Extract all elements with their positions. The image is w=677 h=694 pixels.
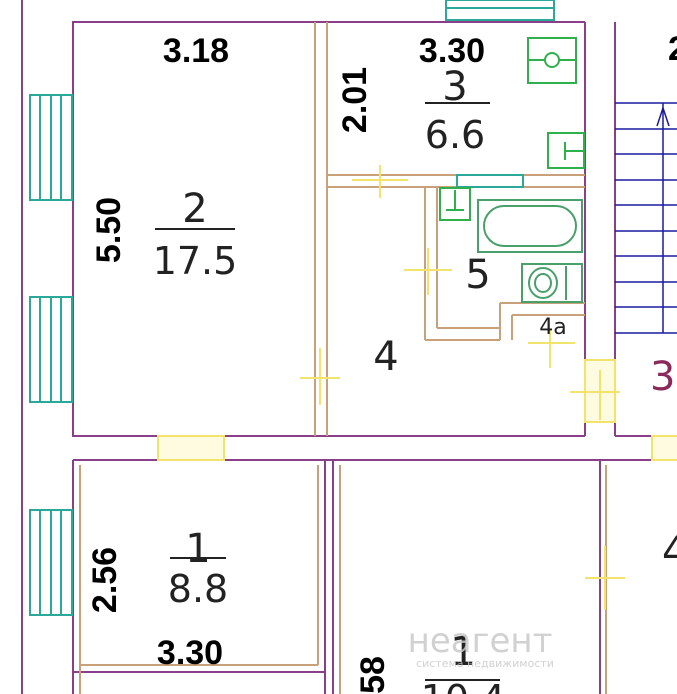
watermark: неагент система недвижимости bbox=[408, 621, 554, 670]
bathtub bbox=[477, 199, 583, 253]
watermark-tagline: система недвижимости bbox=[416, 657, 554, 670]
fixtures bbox=[439, 37, 585, 221]
room-1-area: 8.8 bbox=[168, 567, 228, 611]
windows bbox=[29, 0, 555, 616]
room-3-width: 3.30 bbox=[419, 32, 485, 70]
room-4a-number: 4a bbox=[539, 315, 566, 340]
room-2-area: 17.5 bbox=[153, 239, 238, 283]
room-top-right-number: 2 bbox=[668, 30, 677, 68]
watermark-brand: неагент bbox=[408, 621, 553, 661]
room-2-width: 3.18 bbox=[163, 32, 229, 70]
room-1-height: 2.56 bbox=[86, 547, 124, 613]
room-bottom-height: 58 bbox=[354, 656, 392, 694]
room-2-number: 2 bbox=[182, 186, 207, 232]
room-30-number: 30 bbox=[650, 354, 677, 400]
room-1-number: 1 bbox=[185, 526, 210, 572]
doors bbox=[157, 165, 677, 610]
room-5-number: 5 bbox=[465, 252, 490, 298]
room-right-number: 4 bbox=[662, 529, 677, 575]
room-bottom-area: 10.4 bbox=[421, 677, 506, 694]
room-3-area: 6.6 bbox=[425, 113, 485, 157]
room-4-number: 4 bbox=[373, 334, 398, 380]
toilet bbox=[521, 263, 583, 303]
room-2-label: 3.18 5.50 2 17.5 bbox=[90, 32, 237, 283]
room-2-height: 5.50 bbox=[90, 197, 128, 263]
room-bottom-number: 1 bbox=[450, 629, 475, 675]
room-3-height: 2.01 bbox=[336, 67, 374, 133]
room-bottom-label: 1 10.4 58 bbox=[354, 629, 505, 694]
room-1-label: 1 8.8 2.56 3.30 bbox=[86, 526, 228, 672]
room-3-label: 3.30 2.01 3 6.6 bbox=[336, 32, 490, 157]
room-1-width: 3.30 bbox=[157, 634, 223, 672]
staircase bbox=[615, 102, 677, 334]
